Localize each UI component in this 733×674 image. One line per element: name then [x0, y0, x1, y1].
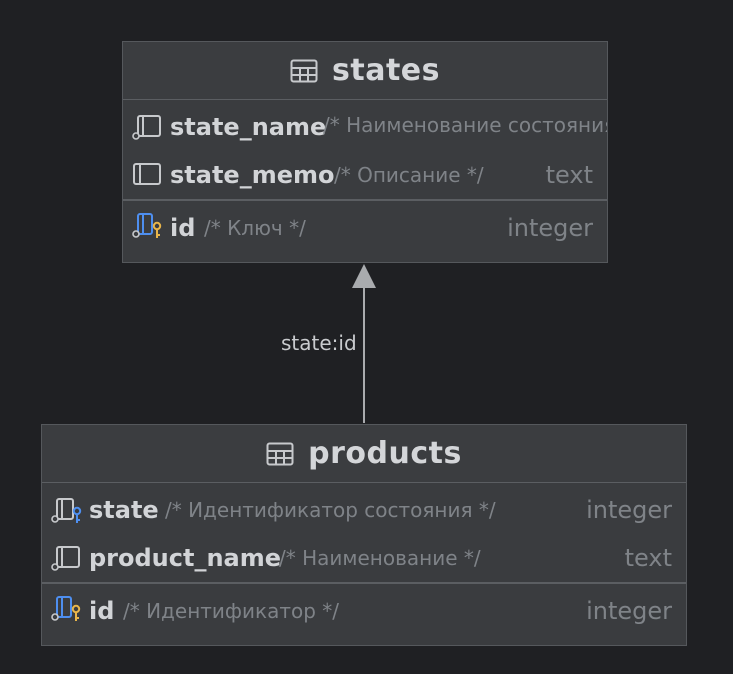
column-row[interactable]: state_memo /* Описание */ text [123, 151, 607, 199]
table-icon [290, 59, 318, 82]
column-comment: /* Наименование состояния */ [323, 113, 607, 137]
primary-key-column-icon [132, 213, 162, 238]
column-comment: /* Наименование */ [279, 546, 481, 570]
table-header[interactable]: states [123, 42, 607, 100]
column-name: state_memo [170, 161, 335, 189]
column-comment: /* Описание */ [334, 163, 484, 187]
table-title: states [332, 53, 440, 88]
column-row[interactable]: id /* Ключ */ integer [123, 201, 607, 255]
column-row[interactable]: product_name /* Наименование */ text [42, 534, 686, 582]
column-icon [133, 163, 161, 185]
table-products[interactable]: products state /* Идентификатор состояни… [41, 424, 687, 646]
column-row[interactable]: id /* Идентификатор */ integer [42, 584, 686, 638]
foreign-key-column-icon [51, 498, 82, 523]
table-title: products [308, 436, 462, 471]
column-name: product_name [89, 544, 282, 572]
primary-key-section: id /* Ключ */ integer [123, 199, 607, 255]
column-type: text [624, 544, 672, 572]
column-comment: /* Идентификатор состояния */ [165, 498, 496, 522]
column-type: integer [507, 214, 593, 242]
column-type: integer [586, 597, 672, 625]
column-icon [132, 115, 161, 140]
column-comment: /* Ключ */ [204, 216, 306, 240]
column-type: text [545, 161, 593, 189]
relation-label: state:id [281, 331, 357, 355]
table-icon [266, 442, 294, 465]
column-name: id [170, 214, 196, 242]
column-name: state [89, 496, 159, 524]
column-icon [51, 546, 80, 571]
column-row[interactable]: state /* Идентификатор состояния */ inte… [42, 486, 686, 534]
columns-section: state_name /* Наименование состояния */ … [123, 103, 607, 199]
columns-section: state /* Идентификатор состояния */ inte… [42, 486, 686, 582]
column-row[interactable]: state_name /* Наименование состояния */ [123, 103, 607, 151]
table-header[interactable]: products [42, 425, 686, 483]
column-name: state_name [170, 113, 327, 141]
column-type: integer [586, 496, 672, 524]
column-name: id [89, 597, 115, 625]
column-comment: /* Идентификатор */ [123, 599, 340, 623]
relation-arrowhead [352, 264, 376, 288]
primary-key-section: id /* Идентификатор */ integer [42, 582, 686, 638]
primary-key-column-icon [51, 596, 81, 621]
table-states[interactable]: states state_name /* Наименование состоя… [122, 41, 608, 263]
